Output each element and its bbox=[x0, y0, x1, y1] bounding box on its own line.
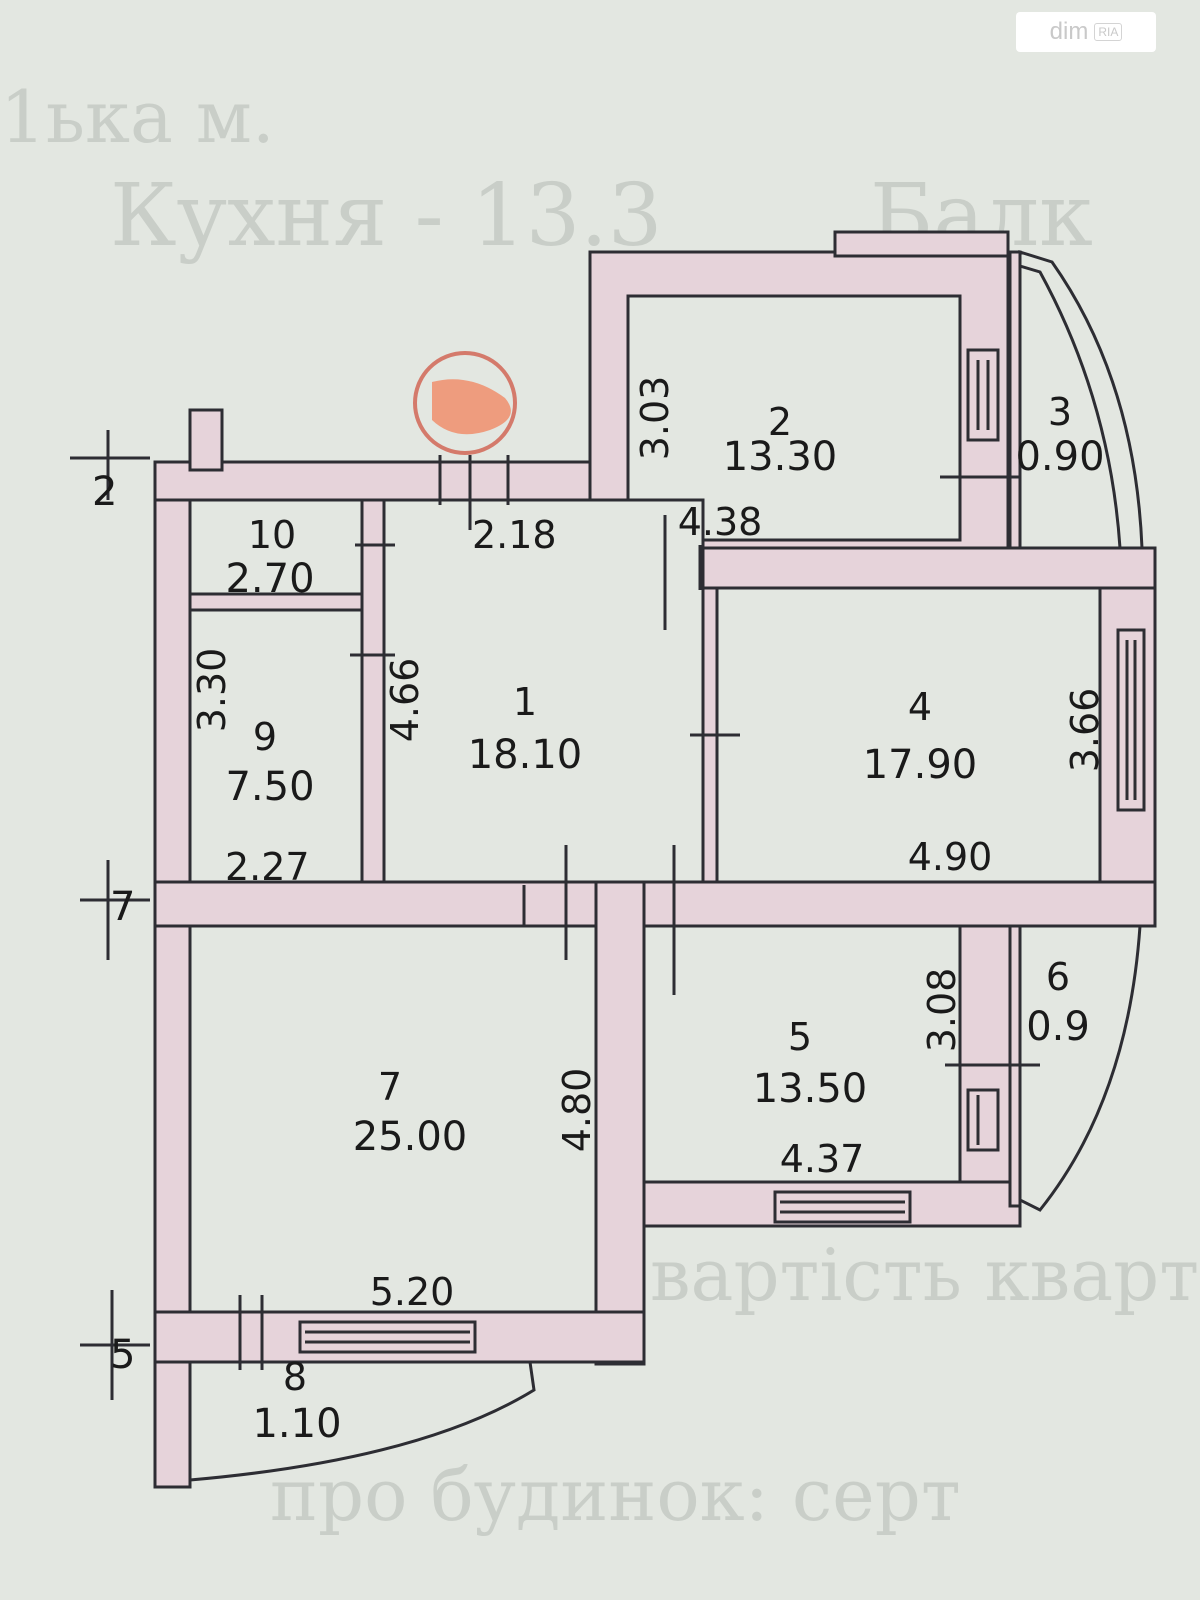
bg-text-line-4: вартість кварт bbox=[650, 1233, 1199, 1317]
room-4-number: 4 bbox=[908, 685, 932, 729]
wall-between-7-5 bbox=[594, 862, 646, 1366]
window-room7 bbox=[298, 1320, 477, 1354]
window-room5-side bbox=[966, 1088, 1000, 1152]
room-8-number: 8 bbox=[283, 1355, 307, 1399]
dim-ria-watermark: dim RIA bbox=[1016, 12, 1156, 52]
room-5-number: 5 bbox=[788, 1015, 812, 1059]
dim-3-08: 3.08 bbox=[920, 968, 964, 1053]
window-room5-bottom bbox=[773, 1190, 912, 1224]
room-5-area: 13.50 bbox=[753, 1066, 868, 1112]
dim-3-30: 3.30 bbox=[190, 648, 234, 733]
balconies bbox=[188, 249, 1144, 1482]
axis-label-3: 5 bbox=[110, 1332, 135, 1378]
axis-label-1: 2 bbox=[92, 469, 117, 515]
wall-room7-bottom bbox=[153, 1310, 646, 1364]
dim-5-20: 5.20 bbox=[370, 1270, 455, 1314]
room-10-number: 10 bbox=[248, 513, 296, 557]
balcony-6-outline bbox=[1018, 924, 1142, 1212]
dim-4-80: 4.80 bbox=[555, 1068, 599, 1153]
room-7-interior bbox=[188, 924, 598, 1314]
wall-partition-10-1 bbox=[360, 498, 386, 884]
dim-4-90: 4.90 bbox=[908, 835, 993, 879]
stamp bbox=[413, 351, 517, 455]
room-1-interior bbox=[382, 498, 705, 884]
balcony-3-wall bbox=[1008, 250, 1022, 550]
room-10-area: 2.70 bbox=[225, 556, 314, 602]
wall-stub-top bbox=[188, 408, 224, 472]
wall-room2-top-notch bbox=[833, 230, 1010, 258]
axis-labels: 2 7 5 bbox=[92, 469, 135, 1378]
stamp-ring bbox=[413, 351, 517, 455]
window-room4 bbox=[1116, 628, 1146, 812]
dim-4-66: 4.66 bbox=[383, 658, 427, 743]
room-1-number: 1 bbox=[513, 680, 537, 724]
room-3-number: 3 bbox=[1048, 390, 1072, 434]
room-10-interior bbox=[188, 498, 364, 596]
balcony-3-outline bbox=[1018, 249, 1144, 550]
dim-4-37: 4.37 bbox=[780, 1137, 865, 1181]
wall-room5-bottom bbox=[642, 1180, 1022, 1228]
room-9-number: 9 bbox=[253, 715, 277, 759]
room-4-area: 17.90 bbox=[863, 742, 978, 788]
dim-4-38: 4.38 bbox=[678, 500, 763, 544]
openings bbox=[70, 348, 1146, 1400]
watermark-brand: dim bbox=[1049, 18, 1089, 45]
room-2-number: 2 bbox=[768, 400, 792, 444]
room-9-interior bbox=[188, 608, 364, 884]
room-1-area: 18.10 bbox=[468, 732, 583, 778]
room-5-interior bbox=[642, 924, 962, 1184]
room-interiors bbox=[188, 294, 1102, 1314]
bg-text-line-1: 1ька м. bbox=[0, 75, 275, 159]
dim-2-18: 2.18 bbox=[472, 513, 557, 557]
dim-3-66: 3.66 bbox=[1063, 688, 1107, 773]
room-7-area: 25.00 bbox=[353, 1114, 468, 1160]
bg-text-line-2: Кухня - 13.3 bbox=[110, 166, 662, 266]
stamp-fill bbox=[432, 379, 511, 435]
wall-partition-1-4 bbox=[701, 586, 719, 898]
room-2-area: 13.30 bbox=[723, 434, 838, 480]
room-9-area: 7.50 bbox=[225, 764, 314, 810]
background-text: 1ька м. Кухня - 13.3 Балк вартість кварт… bbox=[0, 75, 1199, 1537]
room-6-number: 6 bbox=[1046, 955, 1070, 999]
balcony-8-outline bbox=[188, 1360, 536, 1482]
room-7-number: 7 bbox=[378, 1065, 402, 1109]
room-labels: 1 18.10 2 13.30 3 0.90 4 17.90 5 13.50 6… bbox=[225, 390, 1104, 1447]
dimension-labels: 2.18 4.38 2.27 4.90 4.37 5.20 3.03 4.66 … bbox=[190, 376, 1107, 1314]
room-4-interior bbox=[715, 586, 1102, 884]
room-3-area: 0.90 bbox=[1015, 434, 1104, 480]
dim-2-27: 2.27 bbox=[225, 845, 310, 889]
room-8-area: 1.10 bbox=[252, 1401, 341, 1447]
room-6-area: 0.9 bbox=[1026, 1004, 1090, 1050]
dim-3-03: 3.03 bbox=[633, 376, 677, 461]
axis-label-2: 7 bbox=[110, 884, 135, 930]
bg-text-line-5: про будинок: серт bbox=[270, 1453, 961, 1537]
window-room2 bbox=[966, 348, 1000, 442]
watermark-badge: RIA bbox=[1094, 23, 1123, 41]
